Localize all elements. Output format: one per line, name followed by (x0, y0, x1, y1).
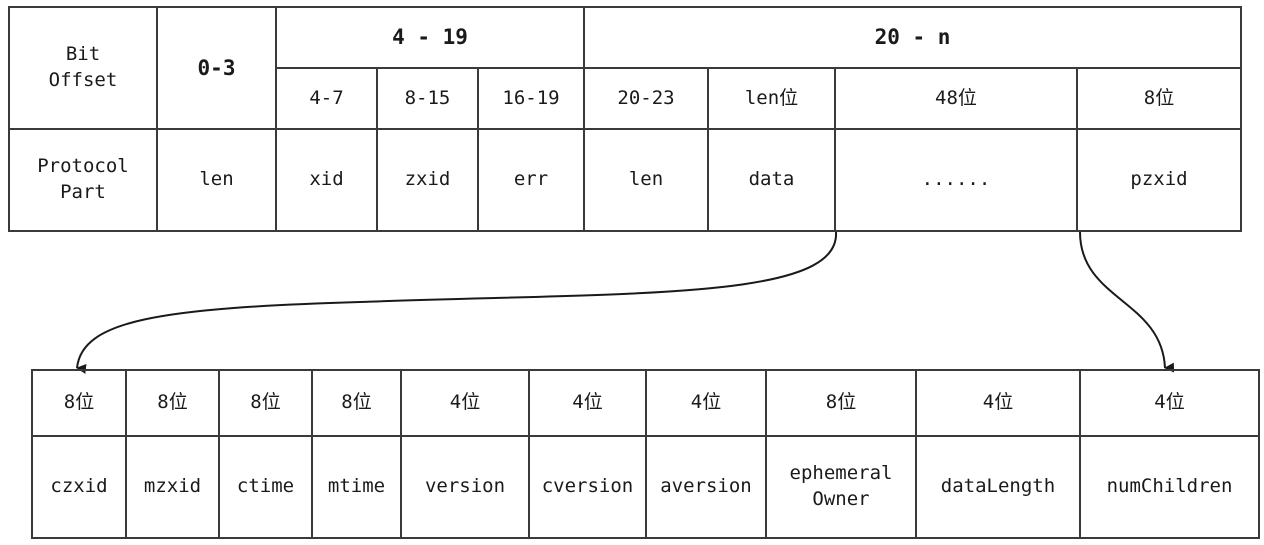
sub-offset-cell: 8-15 (376, 67, 479, 130)
sub-offset-cell: len位 (707, 67, 836, 130)
protocol-part-cell: len (583, 128, 709, 232)
field-name-cell: ephemeral Owner (765, 435, 917, 539)
protocol-part-cell: ...... (834, 128, 1078, 232)
protocol-part-cell: err (477, 128, 585, 232)
field-size-cell: 8位 (311, 369, 402, 437)
field-size-cell: 8位 (765, 369, 917, 437)
offset-group-4-19: 4 - 19 (275, 6, 585, 69)
sub-offset-cell: 8位 (1075, 67, 1243, 130)
field-name-cell: aversion (645, 435, 767, 539)
sub-offset-cell: 16-19 (477, 67, 585, 130)
field-size-cell: 4位 (915, 369, 1081, 437)
bit-offset-label: Bit Offset (8, 6, 158, 130)
protocol-part-cell: zxid (376, 128, 479, 232)
offset-group-20-n: 20 - n (582, 6, 1243, 69)
field-size-cell: 4位 (528, 369, 647, 437)
field-name-cell: czxid (31, 435, 127, 539)
field-size-cell: 4位 (400, 369, 530, 437)
sub-offset-cell: 48位 (834, 67, 1078, 130)
field-size-cell: 8位 (218, 369, 313, 437)
field-size-cell: 8位 (31, 369, 127, 437)
pzxid-to-stat-arrow (1079, 231, 1175, 373)
field-size-cell: 4位 (645, 369, 767, 437)
sub-offset-cell: 20-23 (583, 67, 709, 130)
field-name-cell: ctime (218, 435, 313, 539)
protocol-part-label: Protocol Part (8, 128, 158, 232)
protocol-part-cell: len (156, 128, 277, 232)
stat-structure-table: 8位 8位 8位 8位 4位 4位 4位 8位 4位 4位 czxid mzxi… (31, 369, 1260, 539)
field-size-cell: 8位 (125, 369, 220, 437)
protocol-part-cell: xid (275, 128, 378, 232)
field-name-cell: version (400, 435, 530, 539)
field-name-cell: mtime (311, 435, 402, 539)
protocol-part-cell: pzxid (1075, 128, 1243, 232)
field-name-cell: dataLength (915, 435, 1081, 539)
sub-offset-cell: 4-7 (275, 67, 378, 130)
protocol-offset-table: Bit Offset 0-3 4 - 19 20 - n 4-7 8-15 16… (8, 6, 1243, 232)
field-name-cell: numChildren (1079, 435, 1260, 539)
offset-0-3: 0-3 (156, 6, 277, 130)
protocol-part-cell: data (707, 128, 836, 232)
field-name-cell: mzxid (125, 435, 220, 539)
data-to-stat-arrow (76, 231, 838, 374)
field-size-cell: 4位 (1079, 369, 1260, 437)
field-name-cell: cversion (528, 435, 647, 539)
